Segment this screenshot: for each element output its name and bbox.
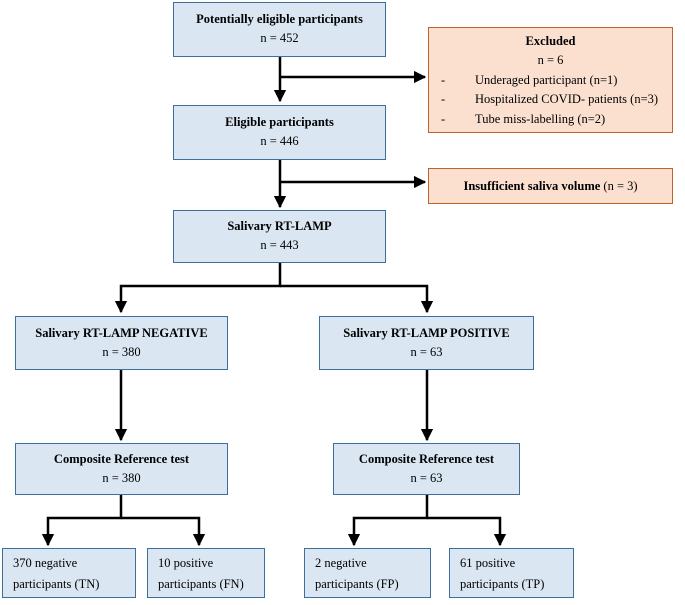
excluded-reason: -Hospitalized COVID- patients (n=3) [441,92,659,107]
node-potential-title: Potentially eligible participants [196,12,363,26]
node-tp-line2: participants (TP) [460,577,545,592]
node-eligible: Eligible participants n = 446 [173,105,386,160]
node-ref-negative-title: Composite Reference test [53,452,190,466]
node-fn-line2: participants (FN) [158,577,244,592]
node-potential: Potentially eligible participants n = 45… [173,2,386,57]
node-insufficient: Insufficient saliva volume (n = 3) [428,168,673,204]
node-positive: Salivary RT-LAMP POSITIVE n = 63 [319,316,534,370]
node-insufficient-label: Insufficient saliva volume (n = 3) [463,179,638,193]
arrow-ref-neg-tn [41,495,123,547]
node-excluded-title: Excluded [525,34,576,48]
node-fn-line1: 10 positive [158,556,214,570]
node-negative: Salivary RT-LAMP NEGATIVE n = 380 [15,316,228,370]
node-positive-title: Salivary RT-LAMP POSITIVE [343,326,510,340]
node-ref-positive-title: Composite Reference test [358,452,495,466]
arrow-ref-pos-tp [427,516,507,547]
node-tp: 61 positive participants (TP) [449,548,574,598]
node-tp-line1: 61 positive [460,556,516,570]
node-fp: 2 negative participants (FP) [304,548,431,598]
node-excluded-count: n = 6 [537,53,564,68]
arrow-lamp-positive [280,284,434,314]
node-tn-line1: 370 negative [13,556,78,570]
node-excluded: Excluded n = 6 -Underaged participant (n… [428,27,673,133]
excluded-reasons: -Underaged participant (n=1) -Hospitaliz… [429,71,672,129]
node-tn-line2: participants (TN) [13,577,100,592]
node-negative-count: n = 380 [102,345,141,360]
arrow-ref-neg-fn [121,516,206,547]
excluded-reason: -Tube miss-labelling (n=2) [441,111,606,126]
node-negative-title: Salivary RT-LAMP NEGATIVE [35,326,208,340]
node-ref-positive: Composite Reference test n = 63 [333,443,520,495]
node-fp-line1: 2 negative [315,556,367,570]
node-positive-count: n = 63 [410,345,443,360]
node-lamp: Salivary RT-LAMP n = 443 [173,210,386,263]
arrow-ref-pos-fp [347,495,429,547]
node-eligible-title: Eligible participants [225,115,334,129]
node-ref-negative: Composite Reference test n = 380 [15,443,228,495]
node-eligible-count: n = 446 [260,134,299,149]
node-fp-line2: participants (FP) [315,577,399,592]
node-lamp-title: Salivary RT-LAMP [227,219,332,233]
node-fn: 10 positive participants (FN) [147,548,265,598]
node-tn: 370 negative participants (TN) [2,548,136,598]
node-potential-count: n = 452 [260,31,299,46]
excluded-reason: -Underaged participant (n=1) [441,72,618,87]
node-ref-positive-count: n = 63 [410,471,443,486]
arrow-lamp-split [114,263,282,314]
node-ref-negative-count: n = 380 [102,471,141,486]
node-lamp-count: n = 443 [260,238,299,253]
